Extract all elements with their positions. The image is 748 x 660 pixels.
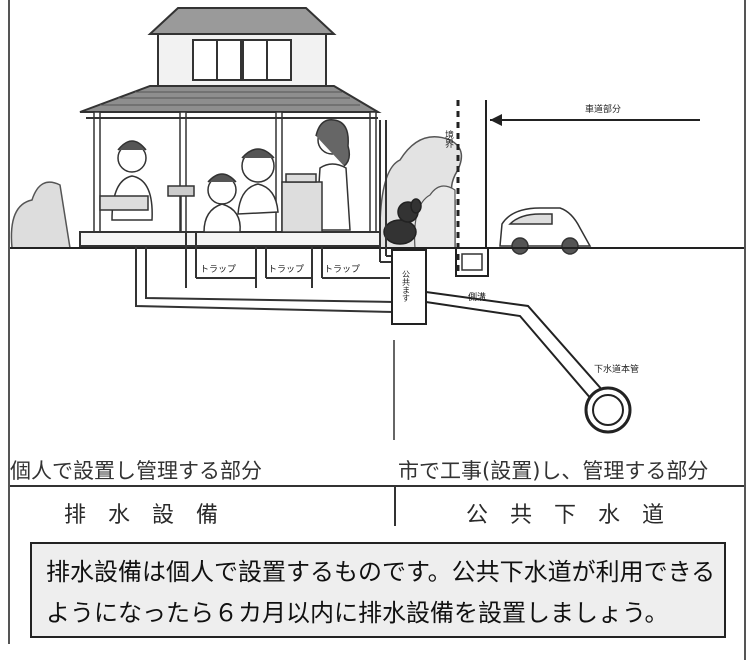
right-section-caption: 市で工事(設置)し、管理する部分 <box>398 459 709 483</box>
left-section-title: 排水設備 <box>64 503 241 528</box>
person-father <box>237 148 279 215</box>
note-box: 排水設備は個人で設置するものです。公共下水道が利用できる ようになったら６カ月以… <box>30 542 726 638</box>
side-gutter-label: 側溝 <box>468 291 486 303</box>
drain-drops <box>135 232 323 288</box>
roadway-arrowhead <box>490 114 502 126</box>
mid-post-2 <box>275 111 283 233</box>
section-split-line <box>394 486 396 526</box>
person-left <box>99 140 153 221</box>
main-roof <box>79 85 382 113</box>
left-section-caption: 個人で設置し管理する部分 <box>10 459 262 483</box>
trap-label-3: トラップ <box>324 264 360 275</box>
left-post <box>93 111 101 233</box>
hedge-left <box>10 181 71 249</box>
kitchen-sink <box>281 173 323 233</box>
car <box>499 207 592 255</box>
left-border <box>8 0 10 644</box>
basin-left <box>167 185 195 232</box>
trap-label-2: トラップ <box>268 264 304 275</box>
side-gutter-shape <box>455 248 489 277</box>
hedge-right-2 <box>413 185 456 249</box>
public-basin-label: 公共ます <box>402 270 411 302</box>
right-border <box>744 0 746 660</box>
house-floor <box>79 231 381 247</box>
right-section-title: 公共下水道 <box>466 503 687 528</box>
lateral-pipe <box>425 291 605 401</box>
drainage-illustration: 境界 車道部分 トラップ トラップ トラップ 公共ます 側溝 下水道本管 <box>10 7 744 440</box>
person-child <box>203 173 241 233</box>
right-post <box>369 111 377 233</box>
roadway-label: 車道部分 <box>585 103 621 115</box>
note-line-1: 排水設備は個人で設置するものです。公共下水道が利用できる <box>46 558 716 586</box>
public-basin <box>391 249 427 325</box>
roof-top <box>147 7 337 35</box>
dog <box>383 198 422 245</box>
note-line-2: ようになったら６カ月以内に排水設備を設置しましょう。 <box>46 599 669 627</box>
person-right <box>315 119 351 231</box>
house-drain-pipe <box>135 278 395 313</box>
boundary-label: 境界 <box>443 129 454 149</box>
trap-label-1: トラップ <box>200 264 236 275</box>
sewer-main-label: 下水道本管 <box>594 363 639 375</box>
section-underline <box>10 485 744 487</box>
